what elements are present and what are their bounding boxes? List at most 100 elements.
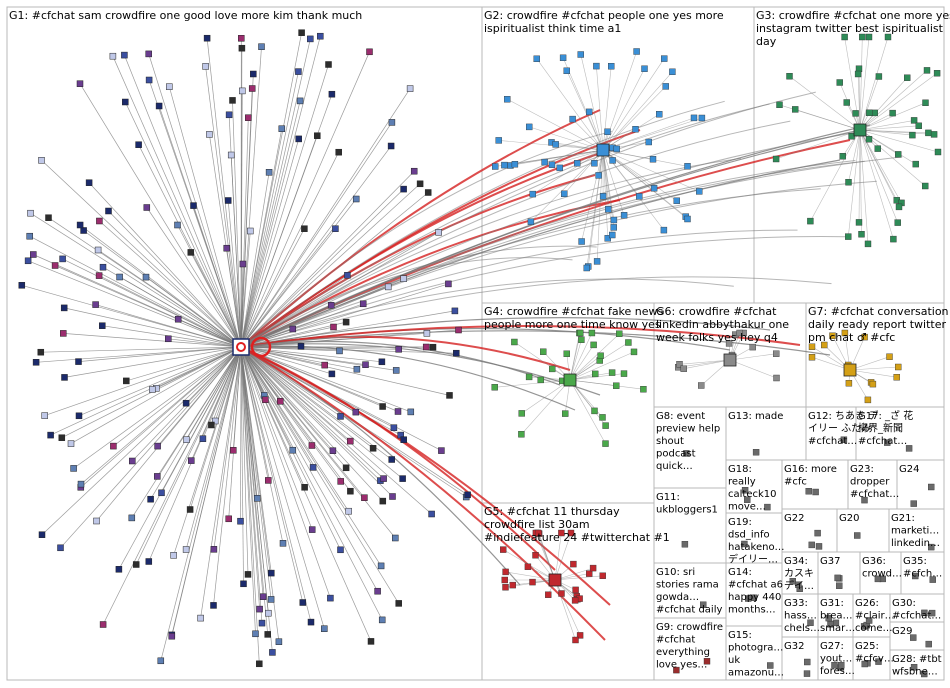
node[interactable] bbox=[329, 91, 335, 97]
node[interactable] bbox=[245, 571, 251, 577]
node[interactable] bbox=[239, 45, 245, 51]
node[interactable] bbox=[240, 261, 246, 267]
node[interactable] bbox=[396, 346, 402, 352]
node[interactable] bbox=[651, 185, 657, 191]
node[interactable] bbox=[400, 476, 406, 482]
node[interactable] bbox=[777, 102, 783, 108]
node[interactable] bbox=[926, 641, 932, 647]
node[interactable] bbox=[262, 397, 268, 403]
node[interactable] bbox=[171, 552, 177, 558]
node[interactable] bbox=[39, 157, 45, 163]
node[interactable] bbox=[62, 374, 68, 380]
node[interactable] bbox=[542, 159, 548, 165]
node[interactable] bbox=[773, 351, 779, 357]
node[interactable] bbox=[511, 339, 517, 345]
node[interactable] bbox=[247, 228, 253, 234]
node[interactable] bbox=[633, 126, 639, 132]
node[interactable] bbox=[584, 265, 590, 271]
node[interactable] bbox=[593, 63, 599, 69]
node[interactable] bbox=[890, 236, 896, 242]
node[interactable] bbox=[865, 241, 871, 247]
node[interactable] bbox=[143, 274, 149, 280]
node[interactable] bbox=[226, 516, 232, 522]
node[interactable] bbox=[424, 330, 430, 336]
node[interactable] bbox=[381, 476, 387, 482]
node[interactable] bbox=[609, 232, 615, 238]
node[interactable] bbox=[99, 323, 105, 329]
node[interactable] bbox=[876, 74, 882, 80]
node[interactable] bbox=[904, 75, 910, 81]
node[interactable] bbox=[344, 272, 350, 278]
node[interactable] bbox=[605, 206, 611, 212]
node[interactable] bbox=[95, 247, 101, 253]
node[interactable] bbox=[211, 546, 217, 552]
node[interactable] bbox=[525, 564, 531, 570]
node[interactable] bbox=[378, 563, 384, 569]
node[interactable] bbox=[896, 204, 902, 210]
node[interactable] bbox=[691, 115, 697, 121]
node[interactable] bbox=[249, 86, 255, 92]
node[interactable] bbox=[188, 458, 194, 464]
node[interactable] bbox=[297, 98, 303, 104]
node[interactable] bbox=[436, 229, 442, 235]
node[interactable] bbox=[837, 80, 843, 86]
node[interactable] bbox=[853, 110, 859, 116]
node[interactable] bbox=[698, 383, 704, 389]
node[interactable] bbox=[600, 193, 606, 199]
node[interactable] bbox=[875, 146, 881, 152]
node[interactable] bbox=[636, 193, 642, 199]
node[interactable] bbox=[388, 143, 394, 149]
node[interactable] bbox=[591, 160, 597, 166]
node[interactable] bbox=[198, 615, 204, 621]
node[interactable] bbox=[328, 302, 334, 308]
node[interactable] bbox=[100, 264, 106, 270]
node[interactable] bbox=[299, 30, 305, 36]
node[interactable] bbox=[154, 473, 160, 479]
node[interactable] bbox=[870, 381, 876, 387]
node[interactable] bbox=[610, 157, 616, 163]
node[interactable] bbox=[156, 103, 162, 109]
node[interactable] bbox=[631, 349, 637, 355]
node[interactable] bbox=[332, 226, 338, 232]
node[interactable] bbox=[895, 220, 901, 226]
node[interactable] bbox=[188, 249, 194, 255]
node[interactable] bbox=[187, 507, 193, 513]
node[interactable] bbox=[76, 359, 82, 365]
node[interactable] bbox=[155, 443, 161, 449]
node[interactable] bbox=[33, 359, 39, 365]
node[interactable] bbox=[307, 36, 313, 42]
node[interactable] bbox=[385, 284, 391, 290]
node[interactable] bbox=[390, 494, 396, 500]
node[interactable] bbox=[559, 591, 565, 597]
node[interactable] bbox=[646, 139, 652, 145]
node[interactable] bbox=[846, 380, 852, 386]
node[interactable] bbox=[241, 581, 247, 587]
node[interactable] bbox=[238, 35, 244, 41]
node[interactable] bbox=[564, 351, 570, 357]
node[interactable] bbox=[380, 404, 386, 410]
node[interactable] bbox=[650, 156, 656, 162]
node[interactable] bbox=[183, 547, 189, 553]
node[interactable] bbox=[594, 258, 600, 264]
node[interactable] bbox=[203, 63, 209, 69]
node[interactable] bbox=[804, 671, 810, 677]
node[interactable] bbox=[224, 245, 230, 251]
node[interactable] bbox=[326, 62, 332, 68]
node[interactable] bbox=[401, 186, 407, 192]
node[interactable] bbox=[603, 441, 609, 447]
node[interactable] bbox=[269, 649, 275, 655]
node[interactable] bbox=[76, 413, 82, 419]
node[interactable] bbox=[538, 377, 544, 383]
node[interactable] bbox=[200, 436, 206, 442]
node[interactable] bbox=[204, 35, 210, 41]
node[interactable] bbox=[549, 162, 555, 168]
node[interactable] bbox=[696, 188, 702, 194]
node[interactable] bbox=[895, 364, 901, 370]
node[interactable] bbox=[146, 77, 152, 83]
node[interactable] bbox=[592, 408, 598, 414]
node[interactable] bbox=[265, 631, 271, 637]
node[interactable] bbox=[570, 116, 576, 122]
node[interactable] bbox=[149, 387, 155, 393]
node[interactable] bbox=[257, 606, 263, 612]
node[interactable] bbox=[302, 484, 308, 490]
